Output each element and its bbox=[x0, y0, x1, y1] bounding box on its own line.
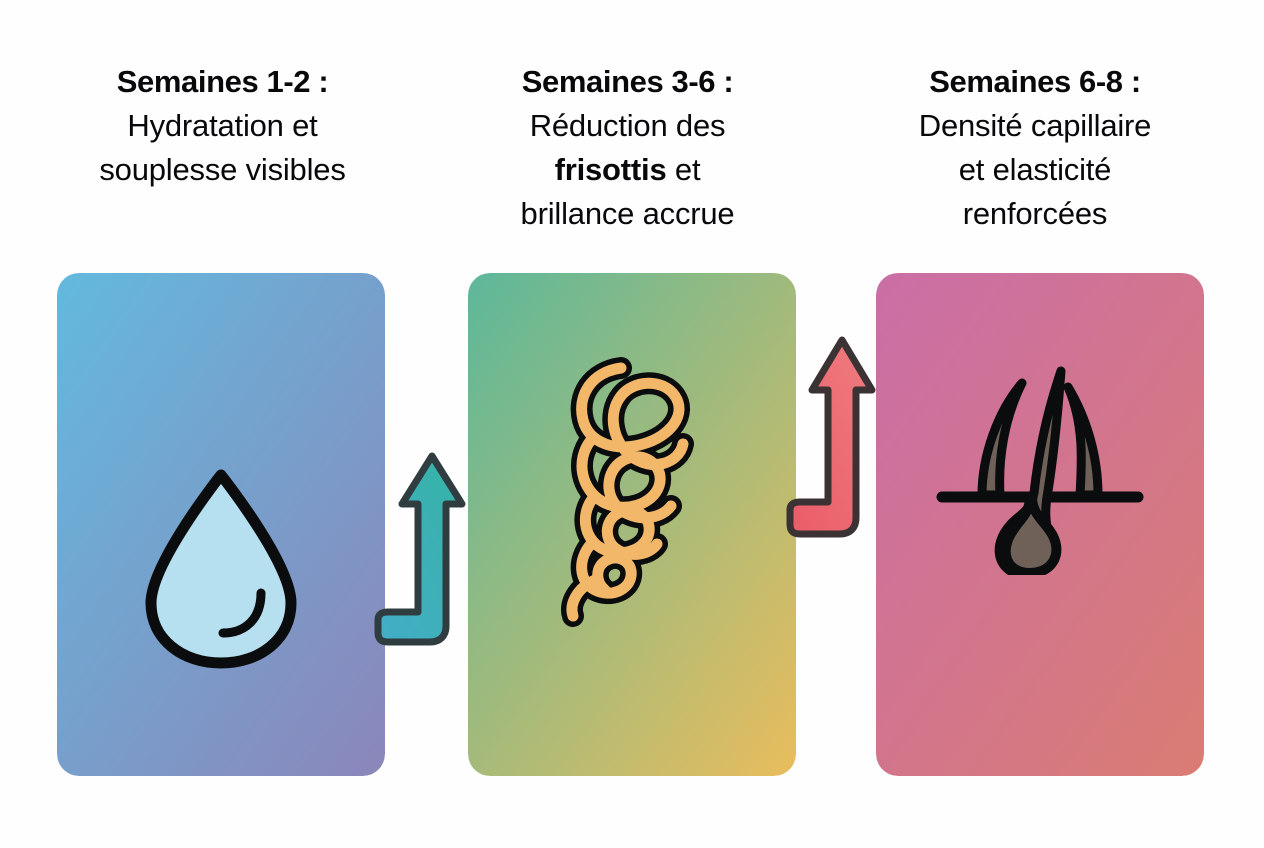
step-caption-1: Semaines 1-2 : Hydratation et souplesse … bbox=[35, 60, 410, 192]
step-body-line-3a: Densité capillaire bbox=[918, 108, 1152, 143]
step-body-line-2a: Réduction des bbox=[529, 108, 726, 143]
step-body-line-1a: Hydratation et bbox=[127, 108, 318, 143]
step-caption-3: Semaines 6-8 : Densité capillaire et ela… bbox=[855, 60, 1215, 236]
progress-arrow-teal bbox=[372, 448, 468, 659]
step-body-line-2b: et bbox=[666, 152, 701, 187]
step-card-3[interactable] bbox=[876, 273, 1204, 776]
progress-arrow-teal-glyph bbox=[374, 452, 466, 646]
step-caption-2: Semaines 3-6 : Réduction des frisottis e… bbox=[455, 60, 800, 236]
water-drop-glyph bbox=[145, 469, 297, 669]
step-card-1[interactable] bbox=[57, 273, 385, 776]
step-card-2[interactable] bbox=[468, 273, 796, 776]
step-heading-1: Semaines 1-2 : bbox=[116, 64, 329, 99]
hair-follicle-icon bbox=[876, 363, 1204, 575]
step-body-line-1b: souplesse visibles bbox=[99, 152, 346, 187]
hair-follicle-glyph bbox=[936, 366, 1144, 575]
step-body-emphasis-2: frisottis bbox=[554, 152, 667, 187]
step-body-line-2c: brillance accrue bbox=[520, 196, 735, 231]
step-heading-2: Semaines 3-6 : bbox=[521, 64, 734, 99]
step-body-line-3b: et elasticité bbox=[958, 152, 1112, 187]
water-drop-icon bbox=[57, 463, 385, 669]
step-body-line-3c: renforcées bbox=[962, 196, 1108, 231]
curly-hair-icon bbox=[468, 348, 796, 628]
curly-hair-glyph bbox=[561, 357, 694, 627]
step-heading-3: Semaines 6-8 : bbox=[929, 64, 1141, 99]
progress-arrow-coral-glyph bbox=[786, 336, 876, 538]
progress-arrow-coral bbox=[784, 330, 880, 553]
